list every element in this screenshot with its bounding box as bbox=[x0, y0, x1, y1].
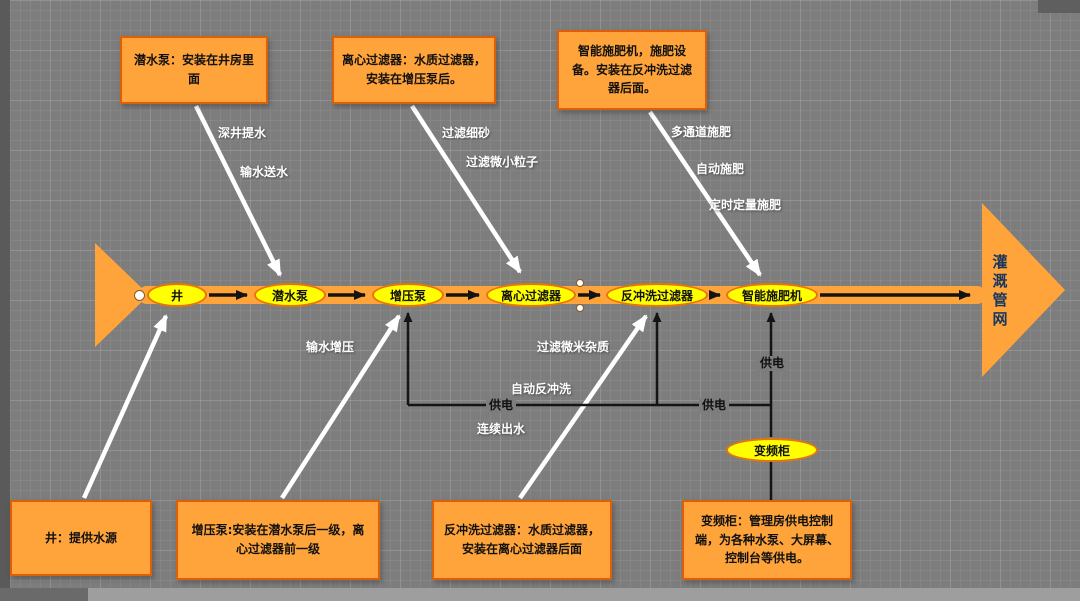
head-arrow-label: 灌溉管网 bbox=[990, 254, 1009, 330]
callout-well-text: 井：提供水源 bbox=[44, 530, 117, 545]
flow-label-water-delivery: 输水送水 bbox=[240, 165, 289, 179]
node-centrifugal-filter[interactable]: 离心过滤器 bbox=[486, 283, 576, 307]
power-label-backwash: 供电 bbox=[699, 398, 730, 414]
node-booster-pump-label: 增压泵 bbox=[389, 288, 426, 303]
node-centrifugal-filter-label: 离心过滤器 bbox=[500, 288, 561, 303]
power-label-booster: 供电 bbox=[486, 398, 517, 414]
connector-well-callout[interactable] bbox=[81, 314, 169, 499]
flow-label-scheduled-fertilize: 定时定量施肥 bbox=[709, 198, 782, 212]
flow-label-filter-fine-sand: 过滤细砂 bbox=[442, 126, 491, 140]
horizontal-scrollbar[interactable] bbox=[88, 588, 1080, 601]
flow-label-multichannel-fertilize: 多通道施肥 bbox=[671, 125, 732, 139]
page-edge-top-right bbox=[1038, 0, 1080, 13]
power-label-fertilizer: 供电 bbox=[757, 356, 788, 372]
callout-booster-pump[interactable]: 增压泵:安装在潜水泵后一级，离心过滤器前一级 bbox=[176, 500, 380, 580]
page-edge-left bbox=[0, 0, 10, 601]
flow-label-filter-micron-impurities: 过滤微米杂质 bbox=[537, 340, 610, 354]
callout-centrifugal-filter-text: 离心过滤器：水质过滤器，安装在增压泵后。 bbox=[342, 53, 487, 86]
node-submersible-pump-label: 潜水泵 bbox=[271, 288, 308, 303]
connector-centrifugal-filter-callout[interactable] bbox=[410, 104, 522, 274]
callout-frequency-cabinet[interactable]: 变频柜：管理房供电控制端，为各种水泵、大屏幕、控制台等供电。 bbox=[682, 500, 852, 580]
connection-point-dot bbox=[576, 304, 584, 312]
node-frequency-cabinet[interactable]: 变频柜 bbox=[726, 438, 818, 462]
connection-point-dot bbox=[134, 290, 145, 301]
callout-centrifugal-filter[interactable]: 离心过滤器：水质过滤器，安装在增压泵后。 bbox=[332, 36, 496, 104]
flow-label-auto-backwash: 自动反冲洗 bbox=[511, 382, 572, 396]
flow-label-filter-small-particles: 过滤微小粒子 bbox=[466, 155, 539, 169]
node-frequency-cabinet-label: 变频柜 bbox=[753, 443, 790, 458]
callout-fertilizer-machine-text: 智能施肥机，施肥设备。安装在反冲洗过滤器后面。 bbox=[571, 44, 692, 96]
connector-fertilizer-callout[interactable] bbox=[648, 110, 762, 277]
node-well[interactable]: 井 bbox=[147, 283, 207, 307]
node-backwash-filter[interactable]: 反冲洗过滤器 bbox=[606, 283, 708, 307]
connector-booster-pump-callout[interactable] bbox=[280, 314, 401, 500]
node-submersible-pump[interactable]: 潜水泵 bbox=[254, 283, 326, 307]
node-well-label: 井 bbox=[170, 288, 183, 303]
node-fertilizer-machine[interactable]: 智能施肥机 bbox=[726, 283, 818, 307]
callout-well[interactable]: 井：提供水源 bbox=[10, 500, 152, 576]
flow-label-continuous-output: 连续出水 bbox=[477, 422, 526, 436]
flow-label-water-pressurize: 输水增压 bbox=[306, 340, 355, 354]
callout-backwash-filter-text: 反冲洗过滤器：水质过滤器，安装在离心过滤器后面 bbox=[443, 523, 600, 556]
flow-label-deep-well-lifting: 深井提水 bbox=[218, 126, 267, 140]
node-booster-pump[interactable]: 增压泵 bbox=[372, 283, 444, 307]
page-edge-bottom-left bbox=[0, 588, 88, 601]
flow-label-auto-fertilize: 自动施肥 bbox=[696, 162, 745, 176]
connection-point-dot bbox=[576, 279, 584, 287]
connector-submersible-pump-callout[interactable] bbox=[193, 104, 283, 277]
connector-backwash-filter-callout[interactable] bbox=[518, 314, 648, 500]
callout-fertilizer-machine[interactable]: 智能施肥机，施肥设备。安装在反冲洗过滤器后面。 bbox=[557, 30, 707, 110]
node-fertilizer-machine-label: 智能施肥机 bbox=[741, 288, 802, 303]
callout-booster-pump-text: 增压泵:安装在潜水泵后一级，离心过滤器前一级 bbox=[191, 523, 365, 556]
callout-submersible-pump[interactable]: 潜水泵：安装在井房里面 bbox=[120, 36, 268, 104]
callout-backwash-filter[interactable]: 反冲洗过滤器：水质过滤器，安装在离心过滤器后面 bbox=[432, 500, 612, 580]
callout-submersible-pump-text: 潜水泵：安装在井房里面 bbox=[133, 53, 254, 86]
callout-frequency-cabinet-text: 变频柜：管理房供电控制端，为各种水泵、大屏幕、控制台等供电。 bbox=[694, 514, 839, 566]
node-backwash-filter-label: 反冲洗过滤器 bbox=[620, 288, 693, 303]
